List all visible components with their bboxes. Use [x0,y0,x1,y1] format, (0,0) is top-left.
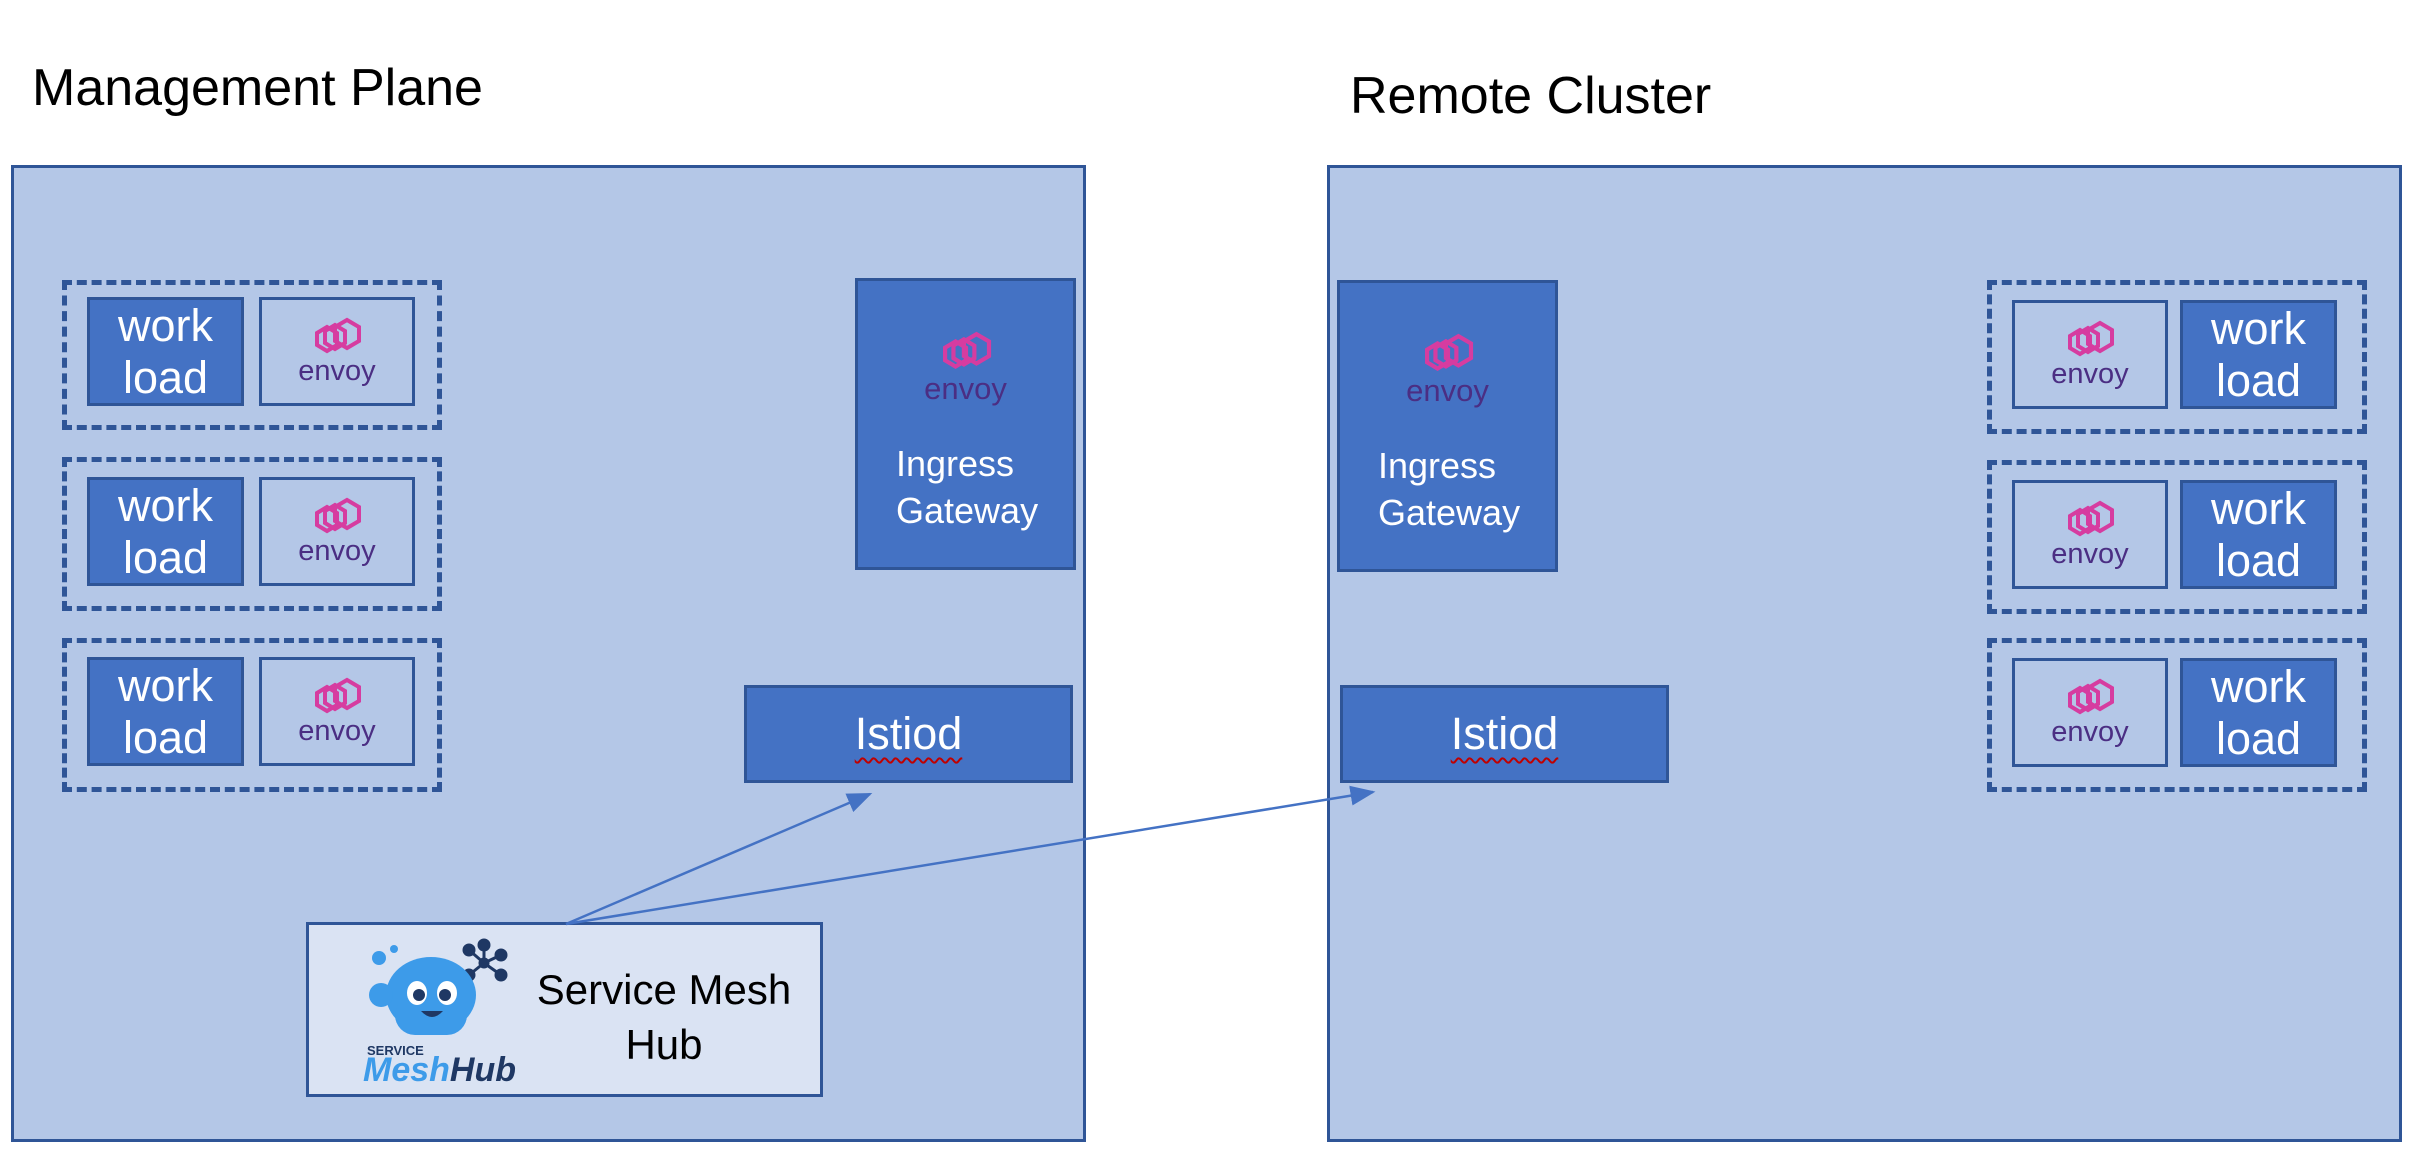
envoy-label: envoy [298,535,376,567]
meshhub-logo-text: MeshHub [363,1051,517,1089]
remote-cluster-title: Remote Cluster [1350,67,1712,125]
arrow-to-remote-istiod [565,785,1376,926]
ingress-gateway-label: Ingress Gateway [896,443,1039,531]
remote-pod-2 [1987,460,2367,614]
service-mesh-hub-label: Service Mesh Hub [536,966,792,1068]
management-plane-title: Management Plane [32,59,483,117]
envoy-logo-icon [1424,333,1473,371]
envoy-label: envoy [2051,716,2129,748]
management-pod-1 [62,280,442,430]
envoy-label: envoy [298,355,376,387]
arrow-to-management-istiod [565,792,873,926]
service-mesh-hub: SERVICE MeshHub Service Mesh Hub [306,922,823,1097]
management-pod-3 [62,638,442,792]
remote-envoy-sidecar-2: envoy [2012,480,2168,589]
remote-envoy-sidecar-1: envoy [2012,300,2168,409]
management-pod-2 [62,457,442,611]
management-envoy-sidecar-2: envoy [259,477,415,586]
management-ingress-gateway: envoy Ingress Gateway [855,278,1076,570]
envoy-label: envoy [2051,358,2129,390]
meshhub-mascot-icon [369,938,508,1035]
envoy-label: envoy [2051,538,2129,570]
envoy-label: envoy [924,371,1007,406]
meshhub-logo-small: SERVICE [367,1043,424,1058]
envoy-logo-icon [942,331,991,369]
envoy-logo-icon [315,497,361,534]
management-istiod: Istiod [744,685,1073,783]
management-envoy-sidecar-3: envoy [259,657,415,766]
envoy-logo-icon [2068,678,2114,715]
remote-pod-3 [1987,638,2367,792]
ingress-gateway-label: Ingress Gateway [1378,445,1521,533]
remote-pod-1 [1987,280,2367,434]
envoy-logo-icon [315,677,361,714]
envoy-label: envoy [298,715,376,747]
remote-envoy-sidecar-3: envoy [2012,658,2168,767]
envoy-logo-icon [2068,500,2114,537]
management-envoy-sidecar-1: envoy [259,297,415,406]
remote-ingress-gateway: envoy Ingress Gateway [1337,280,1558,572]
remote-istiod: Istiod [1340,685,1669,783]
envoy-label: envoy [1406,373,1489,408]
envoy-logo-icon [2068,320,2114,357]
envoy-logo-icon [315,317,361,354]
